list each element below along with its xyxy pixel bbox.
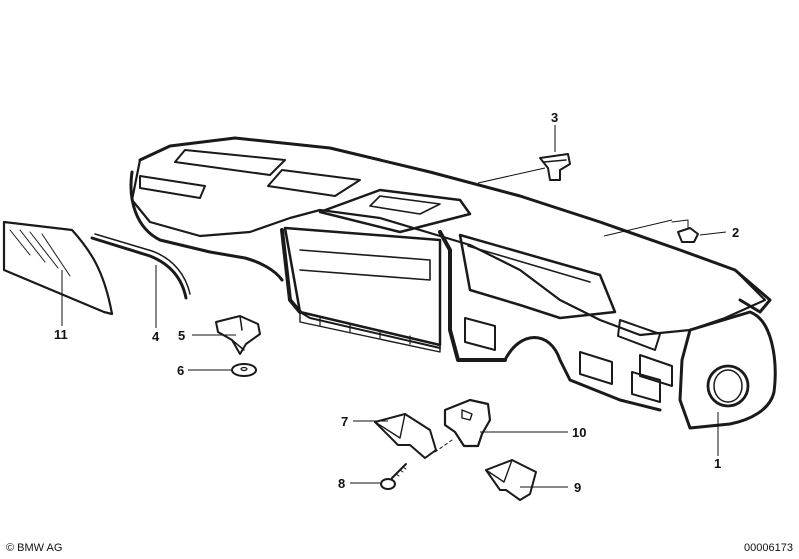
screw-part-8 xyxy=(380,463,407,490)
callout-5: 5 xyxy=(178,328,185,343)
clip-nut-part-2 xyxy=(671,219,699,243)
callout-9: 9 xyxy=(574,480,581,495)
callout-6: 6 xyxy=(177,363,184,378)
washer-part-6 xyxy=(231,363,257,377)
clip-part-3 xyxy=(539,153,571,181)
bracket-part-9 xyxy=(485,459,537,501)
callout-7: 7 xyxy=(341,414,348,429)
trim-strip-part-4 xyxy=(90,233,191,300)
document-number: 00006173 xyxy=(744,542,793,554)
cover-lens-part-11 xyxy=(2,220,114,316)
callout-3: 3 xyxy=(551,110,558,125)
leader-lines xyxy=(61,125,727,488)
callout-labels: 1 2 3 4 5 6 7 8 9 10 11 xyxy=(54,110,739,495)
callout-4: 4 xyxy=(152,329,160,344)
copyright-notice: © BMW AG xyxy=(6,542,63,554)
dashboard-carrier xyxy=(129,136,777,430)
bracket-part-10 xyxy=(434,398,492,453)
callout-10: 10 xyxy=(572,425,586,440)
callout-1: 1 xyxy=(714,456,721,471)
callout-8: 8 xyxy=(338,476,345,491)
callout-2: 2 xyxy=(732,225,739,240)
bracket-part-7 xyxy=(374,413,437,459)
callout-11: 11 xyxy=(54,327,68,342)
